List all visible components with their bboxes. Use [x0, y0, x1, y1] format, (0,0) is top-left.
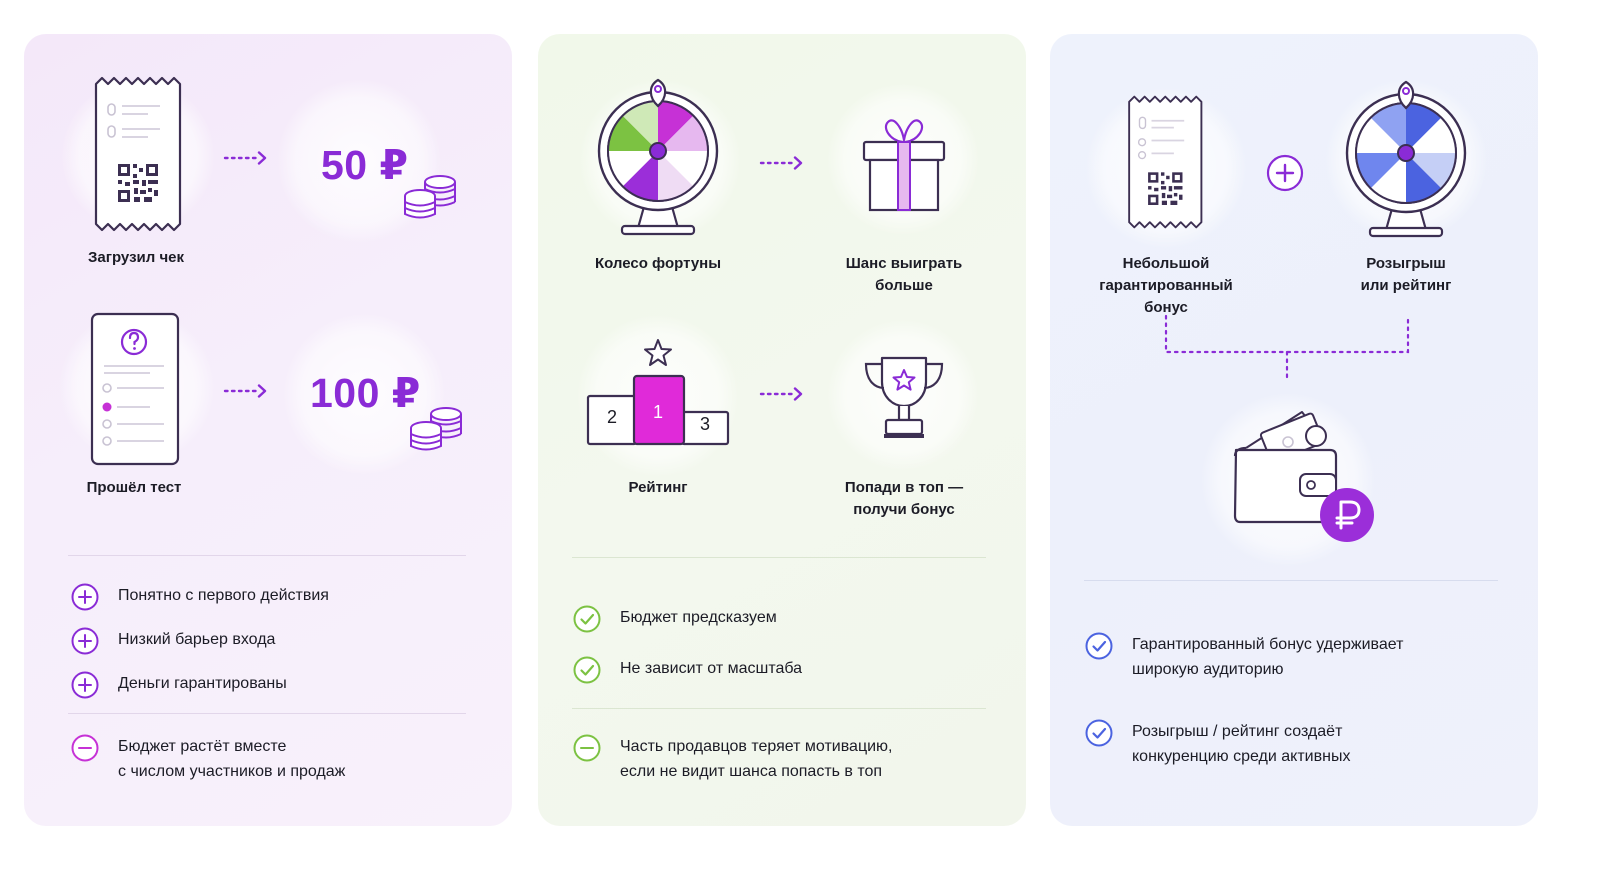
dotted-arrow-icon: [223, 151, 267, 165]
gift-icon: [862, 119, 946, 212]
divider: [68, 713, 466, 714]
trophy-icon: [864, 356, 944, 438]
podium-place-2: 2: [606, 407, 617, 427]
step-label: Рейтинг: [628, 479, 688, 496]
step-result-label: Попади в топ — получи бонус: [844, 479, 964, 518]
check-circle-icon: [1085, 719, 1113, 747]
pro-text: Розыгрыш / рейтинг создаёт конкуренцию с…: [1132, 723, 1351, 765]
panel-competitive-rewards: Колесо фортуны Шанс выиграть больше 2 1 …: [538, 34, 1026, 826]
pro-text: Гарантированный бонус удерживает широкую…: [1132, 636, 1404, 678]
con-text: Бюджет растёт вместе с числом участников…: [118, 738, 346, 780]
divider: [572, 557, 986, 558]
step-label: Колесо фортуны: [594, 255, 722, 272]
podium-place-3: 3: [699, 414, 710, 434]
pro-item: Гарантированный бонус удерживает широкую…: [1084, 631, 1403, 682]
coins-icon: [410, 407, 462, 451]
panel-hybrid-rewards: Небольшой гарантированный бонус Розыгрыш…: [1050, 34, 1538, 826]
pro-text: Низкий барьер входа: [118, 631, 276, 648]
dotted-arrow-icon: [759, 387, 803, 401]
minus-circle-icon: [573, 734, 601, 762]
pro-item: Розыгрыш / рейтинг создаёт конкуренцию с…: [1084, 718, 1350, 769]
minus-circle-icon: [71, 734, 99, 762]
dotted-connector: [1164, 314, 1410, 384]
step-label: Прошёл тест: [86, 479, 182, 496]
check-circle-icon: [573, 656, 601, 684]
receipt-qr-icon: [94, 76, 182, 232]
quiz-sheet-icon: [90, 312, 180, 466]
panel-fixed-rewards: Загрузил чек 50 ₽ Прошёл тест 100 ₽: [24, 34, 512, 826]
con-text: Часть продавцов теряет мотивацию, если н…: [620, 738, 893, 780]
fortune-wheel-icon: [597, 78, 719, 236]
receipt-qr-icon: [1128, 95, 1203, 229]
plus-circle-icon: [71, 583, 99, 611]
step-result-label: Шанс выиграть больше: [845, 255, 963, 294]
pro-text: Деньги гарантированы: [118, 675, 287, 692]
component-label: Розыгрыш или рейтинг: [1360, 255, 1452, 294]
plus-circle-icon: [71, 627, 99, 655]
con-item: Бюджет растёт вместе с числом участников…: [70, 733, 345, 784]
plus-circle-icon: [1266, 154, 1304, 192]
pro-text: Не зависит от масштаба: [620, 660, 803, 677]
pro-item: Низкий барьер входа: [70, 626, 275, 656]
plus-circle-icon: [71, 671, 99, 699]
component-label: Небольшой гарантированный бонус: [1099, 255, 1233, 316]
pro-item: Не зависит от масштаба: [572, 655, 802, 685]
divider: [1084, 580, 1498, 581]
con-item: Часть продавцов теряет мотивацию, если н…: [572, 733, 893, 784]
wallet-ruble-icon: [1233, 411, 1374, 542]
divider: [572, 708, 986, 709]
check-circle-icon: [573, 605, 601, 633]
step-label: Загрузил чек: [87, 249, 185, 266]
podium-place-1: 1: [652, 402, 663, 422]
reward-amount: 100 ₽: [310, 370, 421, 416]
reward-amount: 50 ₽: [321, 142, 409, 188]
pro-item: Понятно с первого действия: [70, 582, 329, 612]
podium-icon: [586, 339, 730, 446]
fortune-wheel-icon: [1345, 80, 1467, 238]
pro-text: Бюджет предсказуем: [620, 609, 777, 626]
pro-item: Бюджет предсказуем: [572, 604, 777, 634]
coins-icon: [404, 175, 456, 219]
dotted-arrow-icon: [223, 384, 267, 398]
pro-item: Деньги гарантированы: [70, 670, 287, 700]
pro-text: Понятно с первого действия: [118, 587, 329, 604]
divider: [68, 555, 466, 556]
check-circle-icon: [1085, 632, 1113, 660]
dotted-arrow-icon: [759, 156, 803, 170]
